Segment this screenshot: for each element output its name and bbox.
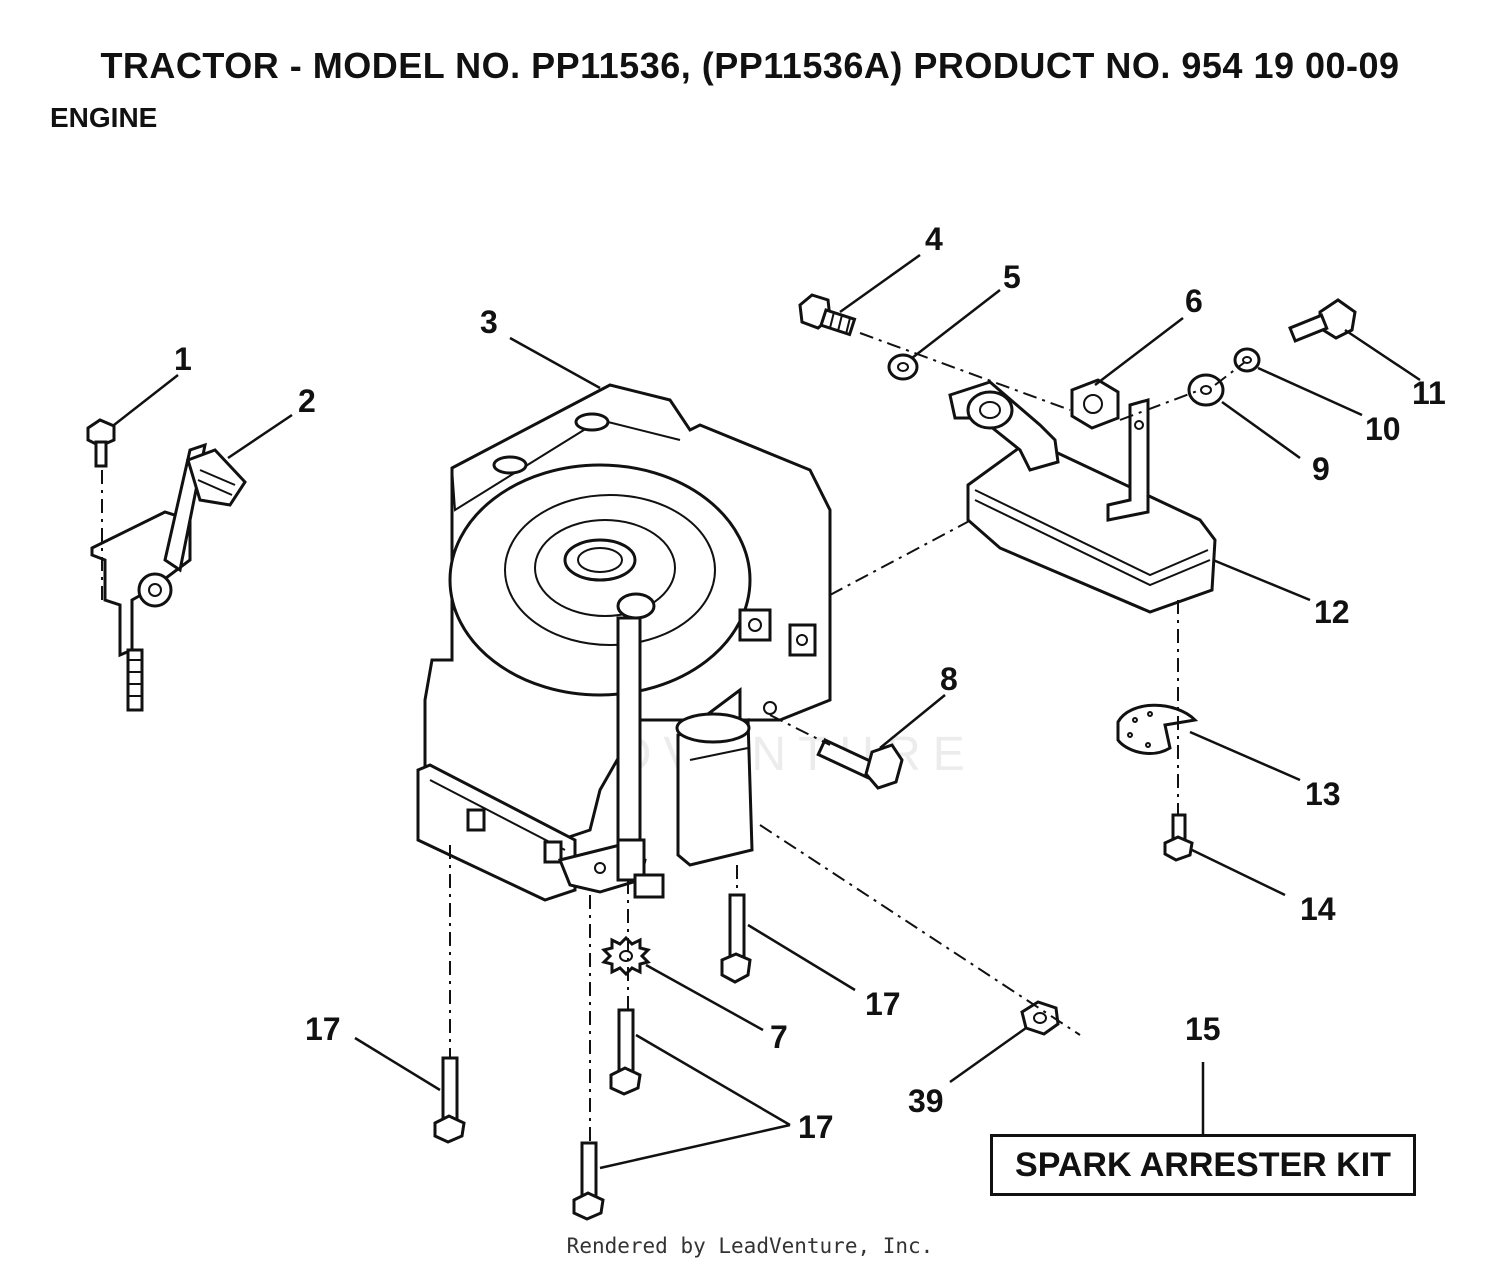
bolt-part-11[interactable] (1288, 298, 1357, 343)
callout-15: 15 (1185, 1011, 1221, 1047)
page-title: TRACTOR - MODEL NO. PP11536, (PP11536A) … (100, 45, 1400, 86)
callout-13: 13 (1305, 776, 1341, 812)
section-title: ENGINE (50, 102, 158, 133)
callout-7: 7 (770, 1019, 788, 1055)
callout-11: 11 (1412, 375, 1446, 411)
washer-part-5[interactable] (887, 353, 919, 381)
spark-arrester-kit-box[interactable]: SPARK ARRESTER KIT (990, 1134, 1416, 1196)
callout-6: 6 (1185, 283, 1203, 319)
bolt-part-4[interactable] (798, 293, 857, 337)
gasket-part-6[interactable] (1070, 378, 1120, 430)
callout-8: 8 (940, 661, 958, 697)
callout-1: 1 (174, 341, 192, 377)
throttle-control-part[interactable] (90, 442, 247, 712)
bolt-part-8[interactable] (816, 738, 904, 790)
callout-4: 4 (925, 221, 943, 257)
footer-credit: Rendered by LeadVenture, Inc. (566, 1234, 934, 1258)
callout-5: 5 (1003, 259, 1021, 295)
callout-17-b: 17 (305, 1011, 341, 1047)
star-washer-part-7[interactable] (601, 935, 651, 977)
washer-part-9[interactable] (1187, 373, 1225, 407)
callout-3: 3 (480, 304, 498, 340)
muffler-part[interactable] (948, 380, 1217, 614)
bolt-part-17-d[interactable] (572, 1141, 605, 1221)
bolt-part-17-b[interactable] (433, 1056, 466, 1144)
callout-17-a: 17 (865, 986, 901, 1022)
screw-part-14[interactable] (1163, 813, 1194, 862)
callout-39: 39 (908, 1083, 944, 1119)
engine-part[interactable] (416, 383, 832, 902)
callout-10: 10 (1365, 411, 1401, 447)
bolt-part-1[interactable] (86, 418, 116, 468)
callout-14: 14 (1300, 891, 1336, 927)
callout-9: 9 (1312, 451, 1330, 487)
callout-17-c: 17 (798, 1109, 834, 1145)
bolt-part-17-c[interactable] (609, 1008, 642, 1096)
callout-12: 12 (1314, 594, 1350, 630)
callout-2: 2 (298, 383, 316, 419)
bolt-part-17-a[interactable] (720, 893, 752, 984)
spark-arrester-screen-part[interactable] (1116, 703, 1199, 755)
